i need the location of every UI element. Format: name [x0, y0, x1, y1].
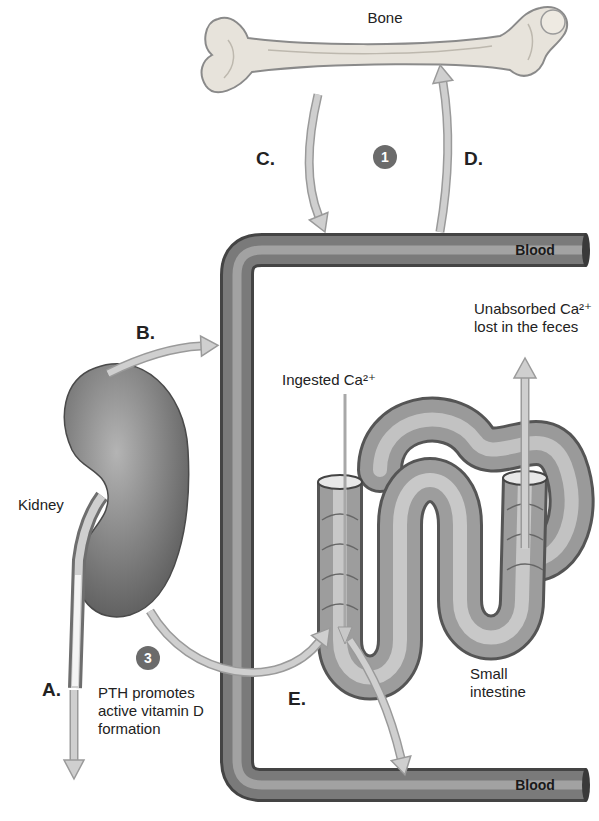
kidney-illustration: Kidney	[10, 360, 200, 630]
step-letter: D.	[464, 148, 483, 170]
arrow-outline	[108, 346, 201, 373]
vessel-cut-end	[582, 233, 590, 267]
callout-circle	[136, 646, 160, 670]
arrow-head	[64, 760, 84, 779]
intestine-tube	[340, 478, 525, 678]
step-letter: B.	[136, 322, 155, 344]
flow-arrow	[108, 336, 218, 373]
kidney-shape	[64, 364, 188, 617]
intestine-tube	[340, 478, 525, 678]
feces-loss-arrow	[521, 378, 530, 548]
arrow-head	[309, 212, 328, 232]
ingested-arrow	[344, 394, 347, 628]
feces-loss-arrow	[522, 377, 528, 549]
arrow-head	[312, 628, 330, 648]
bone-illustration: Bone	[200, 0, 570, 105]
arrow-head	[201, 336, 218, 356]
arrow-heads	[309, 212, 328, 232]
part-label: Blood	[510, 241, 560, 259]
arrow-body	[440, 82, 448, 232]
callout-number: 3	[136, 649, 160, 667]
arrow-heads	[433, 65, 453, 83]
intestine-opening	[318, 475, 362, 489]
arrow-heads	[312, 628, 330, 648]
bone-head	[541, 10, 565, 34]
arrow-body	[108, 346, 201, 373]
ureter-urine	[75, 575, 78, 686]
step-letter: A.	[42, 679, 72, 701]
callout-circle: 3	[136, 646, 160, 670]
loss-note: Unabsorbed Ca²⁺ lost in the feces	[474, 300, 599, 336]
urine-loss-arrow	[70, 690, 79, 760]
part-label: Kidney	[18, 496, 88, 514]
input-note: Ingested Ca²⁺	[282, 371, 422, 389]
bone-texture	[224, 24, 533, 78]
node-outline	[10, 360, 200, 630]
arrow-heads	[201, 336, 218, 356]
bone-shape	[202, 7, 568, 92]
callout-circle	[373, 145, 397, 169]
flow-arrow	[433, 65, 453, 232]
vessel-cut-end	[582, 768, 590, 802]
hormone-note: PTH promotes active vitamin D formation	[98, 684, 216, 738]
intestine-opening	[503, 471, 547, 485]
callout-circle: 1	[373, 145, 397, 169]
part-label: Small intestine	[470, 665, 545, 701]
arrow-outline	[440, 82, 448, 232]
intestine-tube	[340, 478, 525, 678]
callout-number: 1	[373, 148, 397, 166]
flow-arrow	[309, 95, 328, 233]
step-letter: E.	[288, 688, 306, 710]
arrow-head	[433, 65, 453, 83]
intestine-villi	[322, 504, 543, 610]
arrow-outline	[309, 95, 318, 217]
part-label: Bone	[355, 9, 415, 27]
arrow-body	[309, 95, 318, 217]
arrow-head	[514, 358, 536, 378]
step-letter: C.	[256, 148, 275, 170]
part-label: Blood	[510, 776, 560, 794]
urine-loss-arrow	[71, 690, 77, 761]
